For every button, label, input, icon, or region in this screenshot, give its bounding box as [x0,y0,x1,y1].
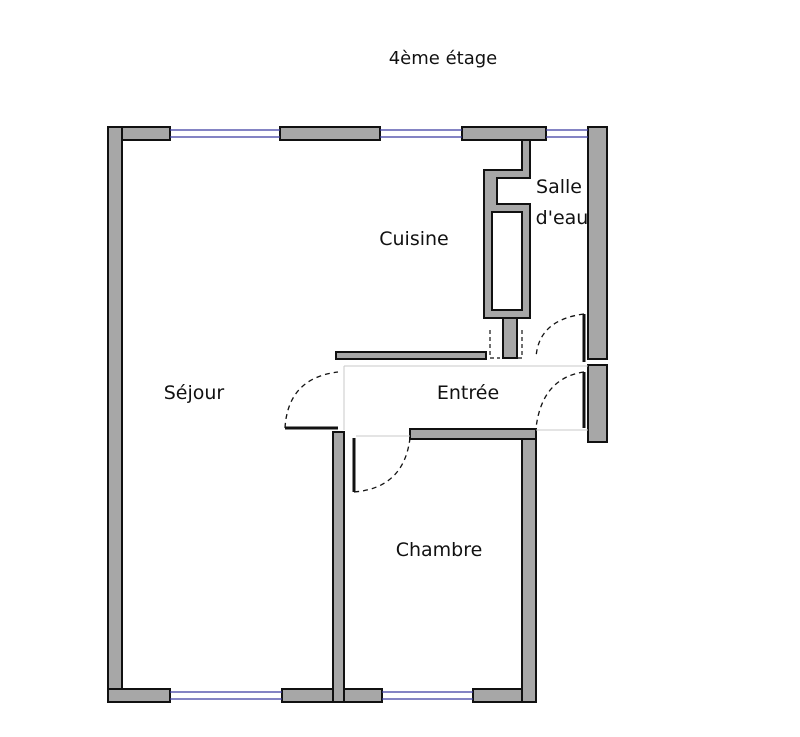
wall-entree-top [335,351,487,360]
opening-cuisine-left [489,330,500,359]
wall-top-mid [279,126,381,141]
wall-chambre-left [332,431,345,703]
door-sejour-swing [284,371,339,429]
door-chambre-swing [353,437,411,493]
exterior-walls [107,126,608,703]
wall-bottom-left [107,688,171,703]
wall-top-right [461,126,547,141]
room-label-chambre: Chambre [396,539,483,561]
room-label-cuisine: Cuisine [379,228,449,250]
wall-stub [502,317,518,359]
room-label-entree: Entrée [437,382,499,404]
wall-left [107,126,123,703]
room-label-salle-line1: Salle [536,176,582,198]
door-entrance-swing [535,371,585,429]
duct-shaft [491,211,523,311]
wall-chambre-right [521,431,537,703]
thresholds [343,365,588,437]
wall-right-lower [587,364,608,443]
wall-chambre-top [409,428,537,440]
room-label-sejour: Séjour [164,382,225,404]
opening-cuisine-right [514,330,523,359]
interior-walls [332,139,537,703]
room-label-salle-line2: d'eau [536,207,589,229]
wall-right-upper [587,126,608,360]
door-salle-swing [535,313,585,359]
doors [284,313,586,493]
floor-title: 4ème étage [389,48,498,69]
windows [170,129,588,700]
